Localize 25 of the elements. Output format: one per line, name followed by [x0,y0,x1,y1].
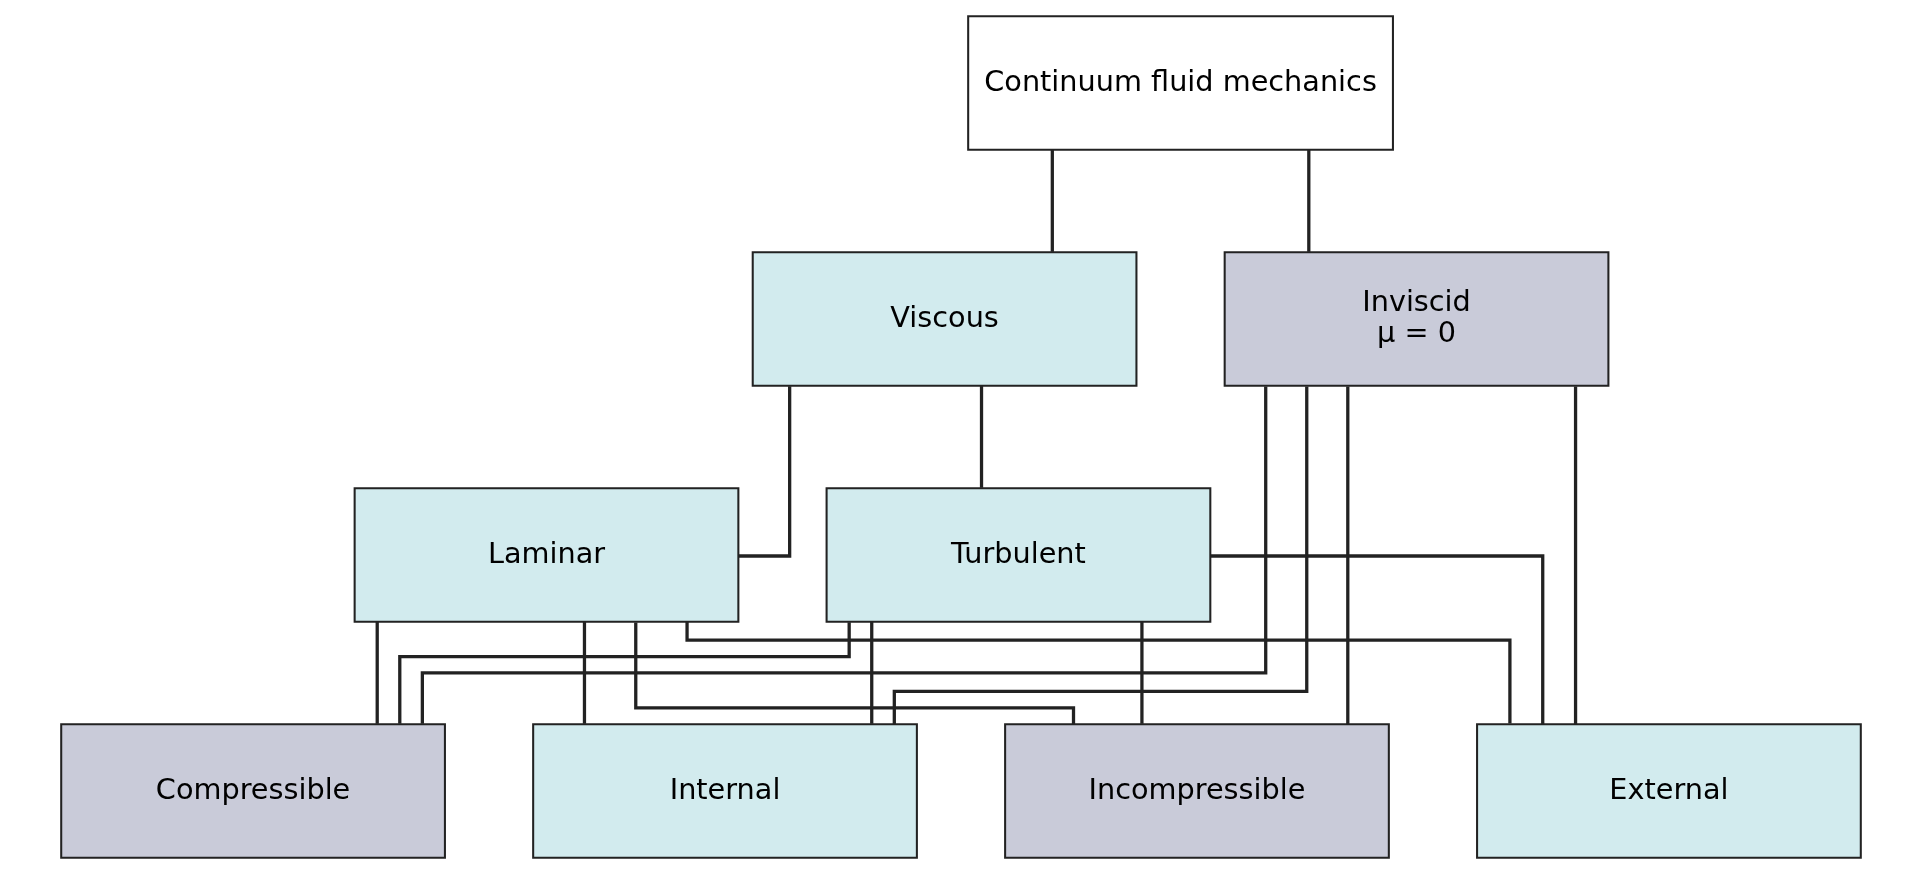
connector [892,386,1308,725]
connector [684,622,1512,724]
connector [1345,386,1349,725]
connector [869,622,873,724]
connector [1050,150,1054,252]
connector [397,622,851,724]
node-box: Laminar [353,487,739,623]
node-box: Continuum fluid mechanics [966,15,1394,151]
node-box: Turbulent [825,487,1211,623]
connector [738,386,791,558]
node-box: Incompressible [1003,723,1390,859]
connector [1573,386,1577,725]
connector [1210,554,1544,725]
node-box: External [1475,723,1862,859]
node-box: Compressible [59,723,446,859]
connector [1139,622,1144,724]
node-box: Internal [531,723,918,859]
node-box: Viscous [751,251,1137,387]
node-box: Inviscid μ = 0 [1223,251,1609,387]
connector [979,386,983,488]
connector [582,622,586,724]
connector [633,622,1075,724]
connector [375,622,379,724]
connector [1306,150,1310,252]
connector [420,386,1267,724]
